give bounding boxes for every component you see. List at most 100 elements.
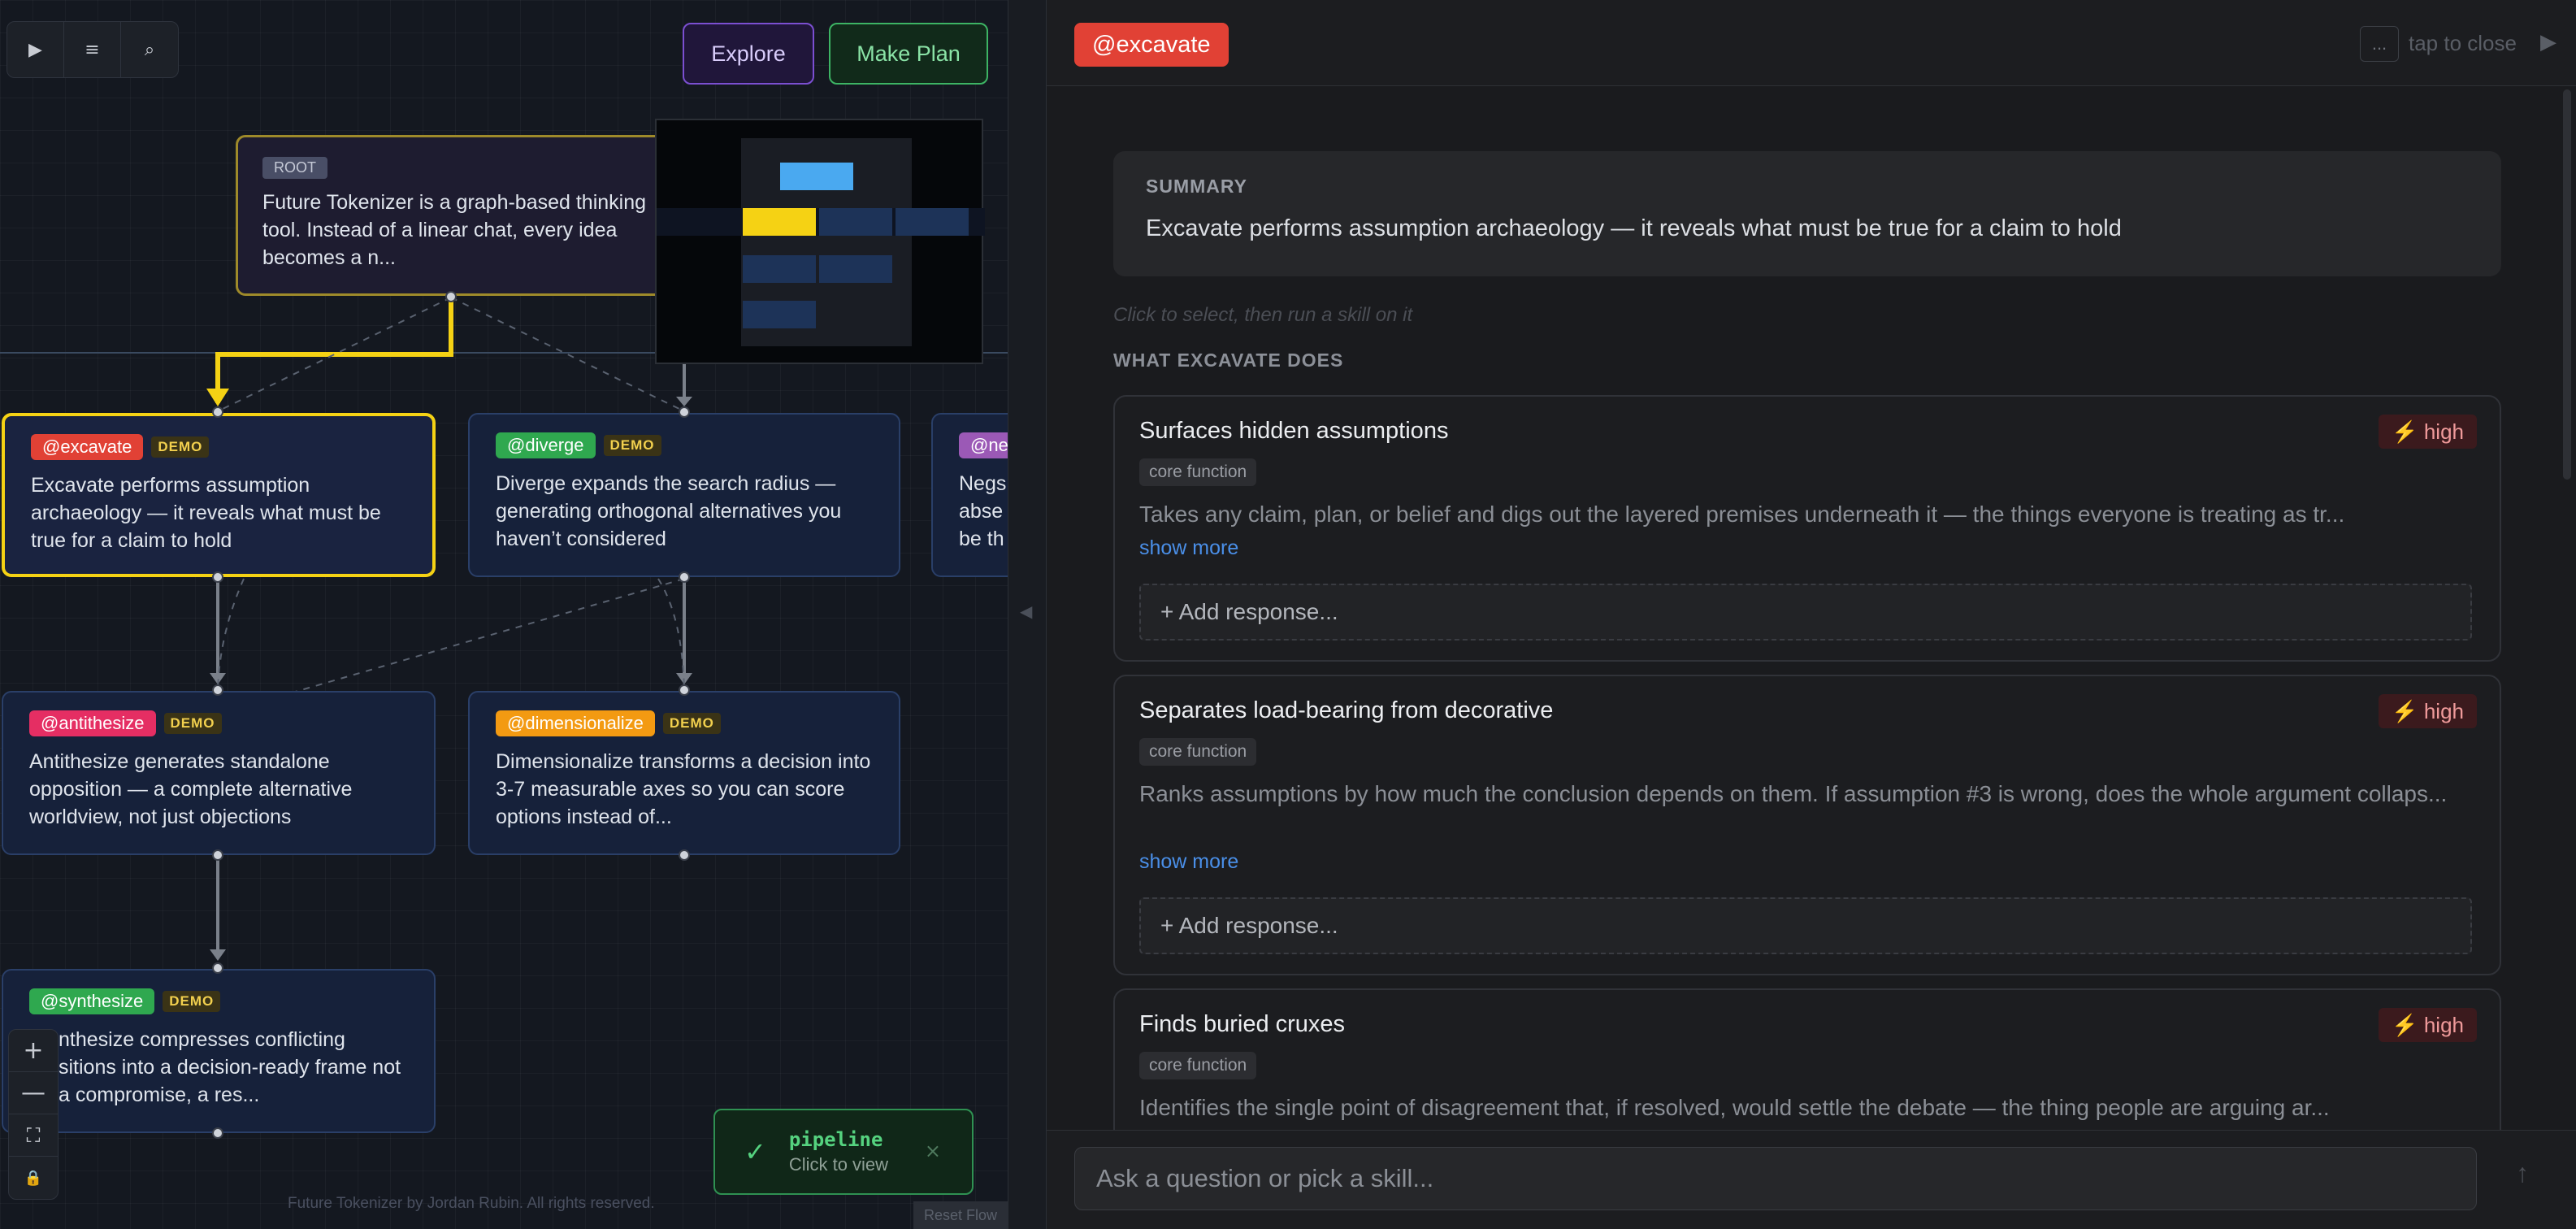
minimap-node — [896, 208, 969, 236]
toast-subtitle: Click to view — [788, 1154, 889, 1175]
scrollbar[interactable] — [2563, 89, 2571, 480]
panel-scroll-area[interactable]: SUMMARY Excavate performs assumption arc… — [1047, 86, 2576, 1130]
synthesize-output-handle[interactable] — [212, 1127, 223, 1139]
synthesize-input-handle[interactable] — [212, 962, 223, 974]
root-node[interactable]: ROOT Future Tokenizer is a graph-based t… — [236, 135, 674, 296]
demo-badge: DEMO — [163, 713, 222, 734]
minus-icon: — — [21, 1079, 46, 1107]
card-body: Takes any claim, plan, or belief and dig… — [1139, 502, 2345, 527]
panel-node-tag: @excavate — [1074, 23, 1229, 67]
edge-root-excavate — [215, 297, 453, 403]
search-icon: ⌕ — [144, 39, 155, 60]
function-card[interactable]: Finds buried cruxes ⚡ high core function… — [1113, 988, 2501, 1130]
node-tag: @ne — [959, 432, 1008, 458]
dimensionalize-input-handle[interactable] — [679, 684, 690, 696]
priority-badge: ⚡ high — [2379, 1008, 2477, 1042]
node-tag: @dimensionalize — [496, 710, 655, 736]
search-button[interactable]: ⌕ — [121, 22, 178, 77]
antithesize-output-handle[interactable] — [212, 849, 223, 861]
node-tag: @antithesize — [29, 710, 156, 736]
edge-dashed-1 — [217, 297, 452, 412]
dimensionalize-output-handle[interactable] — [679, 849, 690, 861]
excavate-output-handle[interactable] — [212, 571, 223, 583]
send-icon[interactable]: ↑ — [2516, 1158, 2529, 1188]
add-response-button[interactable]: + Add response... — [1139, 897, 2472, 954]
node-description: Dimensionalize transforms a decision int… — [496, 750, 871, 828]
diverge-input-handle[interactable] — [679, 406, 690, 418]
card-body: Identifies the single point of disagreem… — [1139, 1095, 2330, 1120]
root-output-handle[interactable] — [445, 291, 457, 302]
minimap-selected — [743, 208, 816, 236]
minimap-node — [743, 301, 816, 328]
diverge-output-handle[interactable] — [679, 571, 690, 583]
panel-header: @excavate ... tap to close ▶ — [1047, 0, 2576, 86]
node-dimensionalize[interactable]: @dimensionalize DEMO Dimensionalize tran… — [468, 691, 900, 855]
zoom-out-button[interactable]: — — [9, 1072, 58, 1114]
collapse-icon[interactable]: ◀ — [1020, 601, 1033, 621]
demo-badge: DEMO — [662, 713, 721, 734]
priority-badge: ⚡ high — [2379, 694, 2477, 728]
priority-badge: ⚡ high — [2379, 415, 2477, 449]
more-button[interactable]: ... — [2360, 26, 2399, 62]
toast-title: pipeline — [788, 1128, 883, 1151]
node-description: Diverge expands the search radius — gene… — [496, 472, 842, 550]
panel-divider[interactable]: ◀ — [1008, 0, 1047, 1229]
edge-dashed-2 — [450, 297, 685, 412]
card-title: Finds buried cruxes — [1139, 1011, 1346, 1037]
antithesize-input-handle[interactable] — [212, 684, 223, 696]
excavate-input-handle[interactable] — [212, 406, 223, 418]
graph-canvas[interactable]: ▶ ≡ ⌕ Explore Make Plan ROOT Future Toke… — [0, 0, 1008, 1229]
show-more-link[interactable]: show more — [1139, 850, 1239, 873]
node-antithesize[interactable]: @antithesize DEMO Antithesize generates … — [2, 691, 436, 855]
lock-icon: 🔒 — [24, 1169, 43, 1187]
add-response-button[interactable]: + Add response... — [1139, 584, 2472, 641]
card-title: Surfaces hidden assumptions — [1139, 418, 1449, 444]
menu-icon: ≡ — [85, 39, 100, 60]
play-icon: ▶ — [28, 39, 42, 60]
ask-bar: Ask a question or pick a skill... ↑ — [1047, 1130, 2576, 1229]
node-tag: @excavate — [31, 434, 144, 460]
node-partial[interactable]: @ne Negs abse be th — [931, 413, 1008, 577]
reset-flow-button[interactable]: Reset Flow — [913, 1201, 1008, 1229]
ask-input[interactable]: Ask a question or pick a skill... — [1074, 1147, 2477, 1210]
play-button[interactable]: ▶ — [7, 22, 64, 77]
node-synthesize[interactable]: @synthesize DEMO nthesize compresses con… — [2, 969, 436, 1133]
plus-icon: + — [23, 1036, 44, 1065]
node-tag: @diverge — [496, 432, 596, 458]
close-icon[interactable]: × — [924, 1140, 941, 1162]
function-card[interactable]: Separates load-bearing from decorative ⚡… — [1113, 675, 2501, 975]
minimap-node — [819, 208, 892, 236]
make-plan-button[interactable]: Make Plan — [829, 23, 988, 85]
edge-arrow-synthesize — [210, 949, 226, 961]
lock-button[interactable]: 🔒 — [9, 1157, 58, 1199]
edge-arrow-excavate — [206, 389, 229, 406]
pipeline-toast[interactable]: ✓ pipeline Click to view × — [713, 1109, 974, 1195]
check-icon: ✓ — [744, 1136, 766, 1167]
menu-button[interactable]: ≡ — [64, 22, 121, 77]
function-card[interactable]: Surfaces hidden assumptions ⚡ high core … — [1113, 395, 2501, 662]
category-chip: core function — [1139, 458, 1257, 486]
show-more-link[interactable]: show more — [1139, 536, 1239, 559]
explore-button[interactable]: Explore — [683, 23, 814, 85]
minimap[interactable] — [655, 119, 985, 364]
card-body: Ranks assumptions by how much the conclu… — [1139, 781, 2448, 806]
fit-view-button[interactable]: ⛶ — [9, 1114, 58, 1157]
node-description: nthesize compresses conflicting sitions … — [59, 1028, 401, 1106]
tap-to-close-label[interactable]: tap to close — [2409, 31, 2517, 55]
demo-badge: DEMO — [603, 435, 661, 456]
selection-hint: Click to select, then run a skill on it — [1113, 304, 1413, 326]
zoom-controls: + — ⛶ 🔒 — [8, 1029, 59, 1200]
minimap-root — [780, 163, 853, 190]
summary-box: SUMMARY Excavate performs assumption arc… — [1113, 151, 2501, 276]
summary-text: Excavate performs assumption archaeology… — [1146, 215, 2122, 241]
zoom-in-button[interactable]: + — [9, 1030, 58, 1072]
footer-credit: Future Tokenizer by Jordan Rubin. All ri… — [288, 1195, 655, 1212]
node-diverge[interactable]: @diverge DEMO Diverge expands the search… — [468, 413, 900, 577]
node-description: Excavate performs assumption archaeology… — [31, 474, 381, 552]
demo-badge: DEMO — [163, 991, 221, 1012]
node-excavate[interactable]: @excavate DEMO Excavate performs assumpt… — [2, 413, 436, 577]
close-panel-icon[interactable]: ▶ — [2540, 29, 2556, 54]
category-chip: core function — [1139, 738, 1257, 766]
node-description: Negs abse be th — [959, 472, 1007, 550]
minimap-node — [819, 255, 892, 283]
